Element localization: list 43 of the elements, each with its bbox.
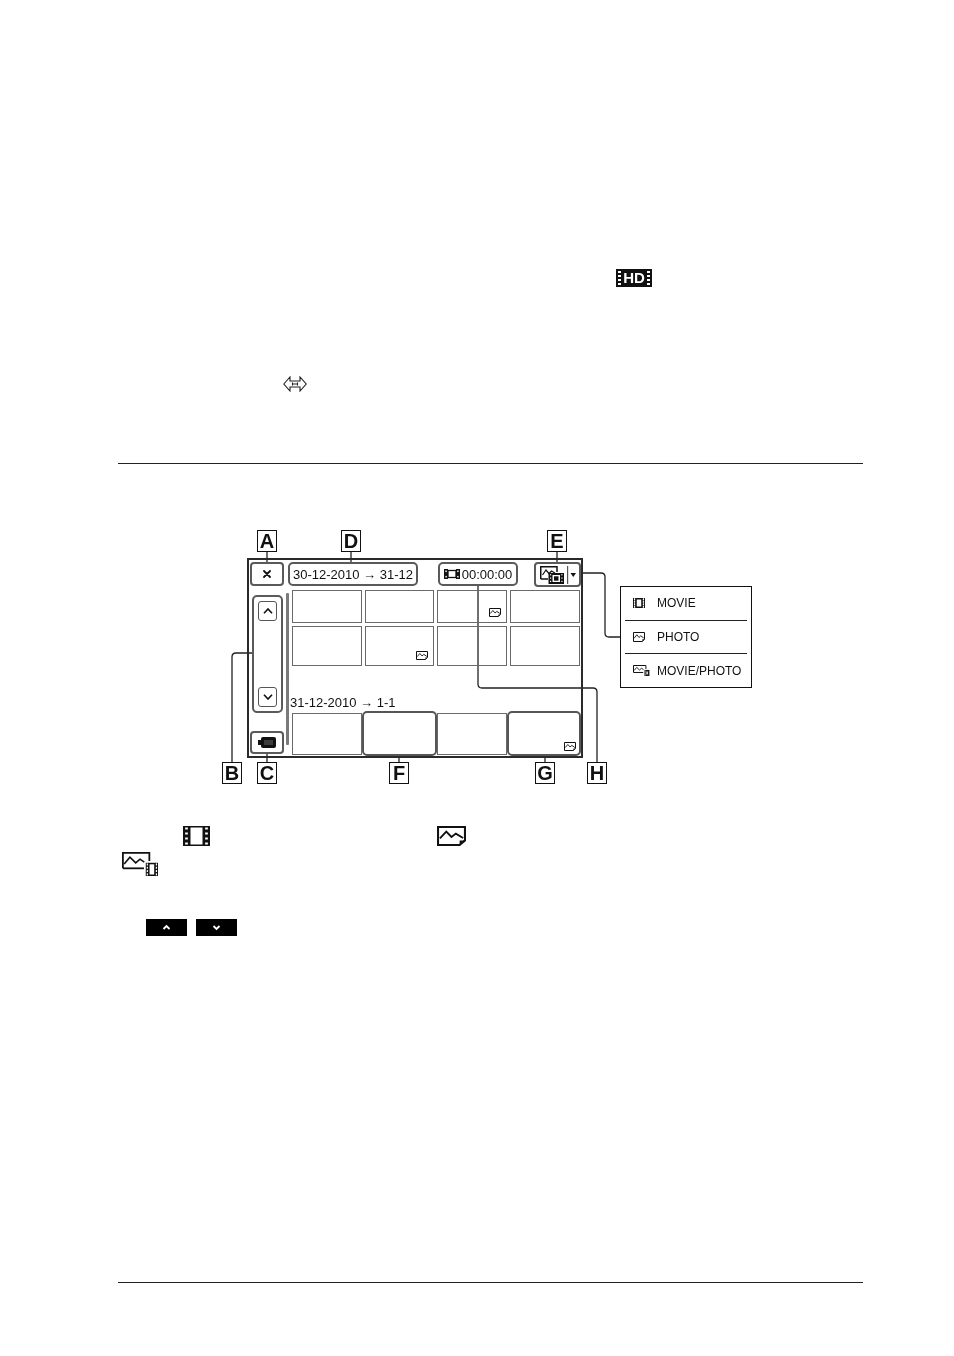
thumbnail [510, 626, 580, 666]
thumbnail [365, 590, 434, 623]
screen-frame [247, 558, 583, 758]
menu-item-text: MOVIE/PHOTO [657, 663, 742, 678]
thumbnail [437, 626, 507, 666]
view-toggle-button [534, 562, 581, 587]
callout-letter: G [535, 762, 555, 784]
leader-line [544, 755, 546, 763]
scroll-panel [252, 595, 283, 713]
leader-line [477, 585, 598, 763]
callout-letter: E [547, 530, 567, 552]
duration-text: 00:00:00 [461, 567, 513, 581]
thumbnail [292, 626, 362, 666]
thumbnail [362, 711, 437, 756]
thumbnail [510, 590, 580, 623]
callout-letter: C [257, 762, 277, 784]
leader-line [580, 572, 621, 638]
callout-letter: D [341, 530, 361, 552]
thumbnail [437, 713, 507, 755]
menu-item-text: MOVIE [657, 596, 696, 611]
menu-panel [620, 586, 752, 688]
leader-line [398, 755, 400, 763]
close-button [250, 562, 284, 586]
callout-letter: B [222, 762, 242, 784]
date-range-label: 31-12-2010 → 1-1 [290, 695, 396, 710]
callout-letter: A [257, 530, 277, 552]
thumbnail [292, 713, 362, 755]
hd-mark: HD [616, 269, 652, 287]
menu-item-text: PHOTO [657, 630, 700, 644]
callout-letter: H [587, 762, 607, 784]
leader-line [556, 551, 558, 563]
callout-letter: F [389, 762, 409, 784]
thumbnail [292, 590, 362, 623]
duration-box [438, 562, 518, 586]
thumbnail [437, 590, 507, 623]
thumbnail [507, 711, 581, 756]
leader-line [266, 551, 268, 563]
thumbnail [365, 626, 434, 666]
date-range-box: 30-12-2010 → 31-12 [288, 562, 418, 586]
leader-line [231, 652, 253, 763]
leader-line [350, 551, 352, 563]
camera-button [250, 731, 284, 754]
leader-line [266, 753, 268, 763]
